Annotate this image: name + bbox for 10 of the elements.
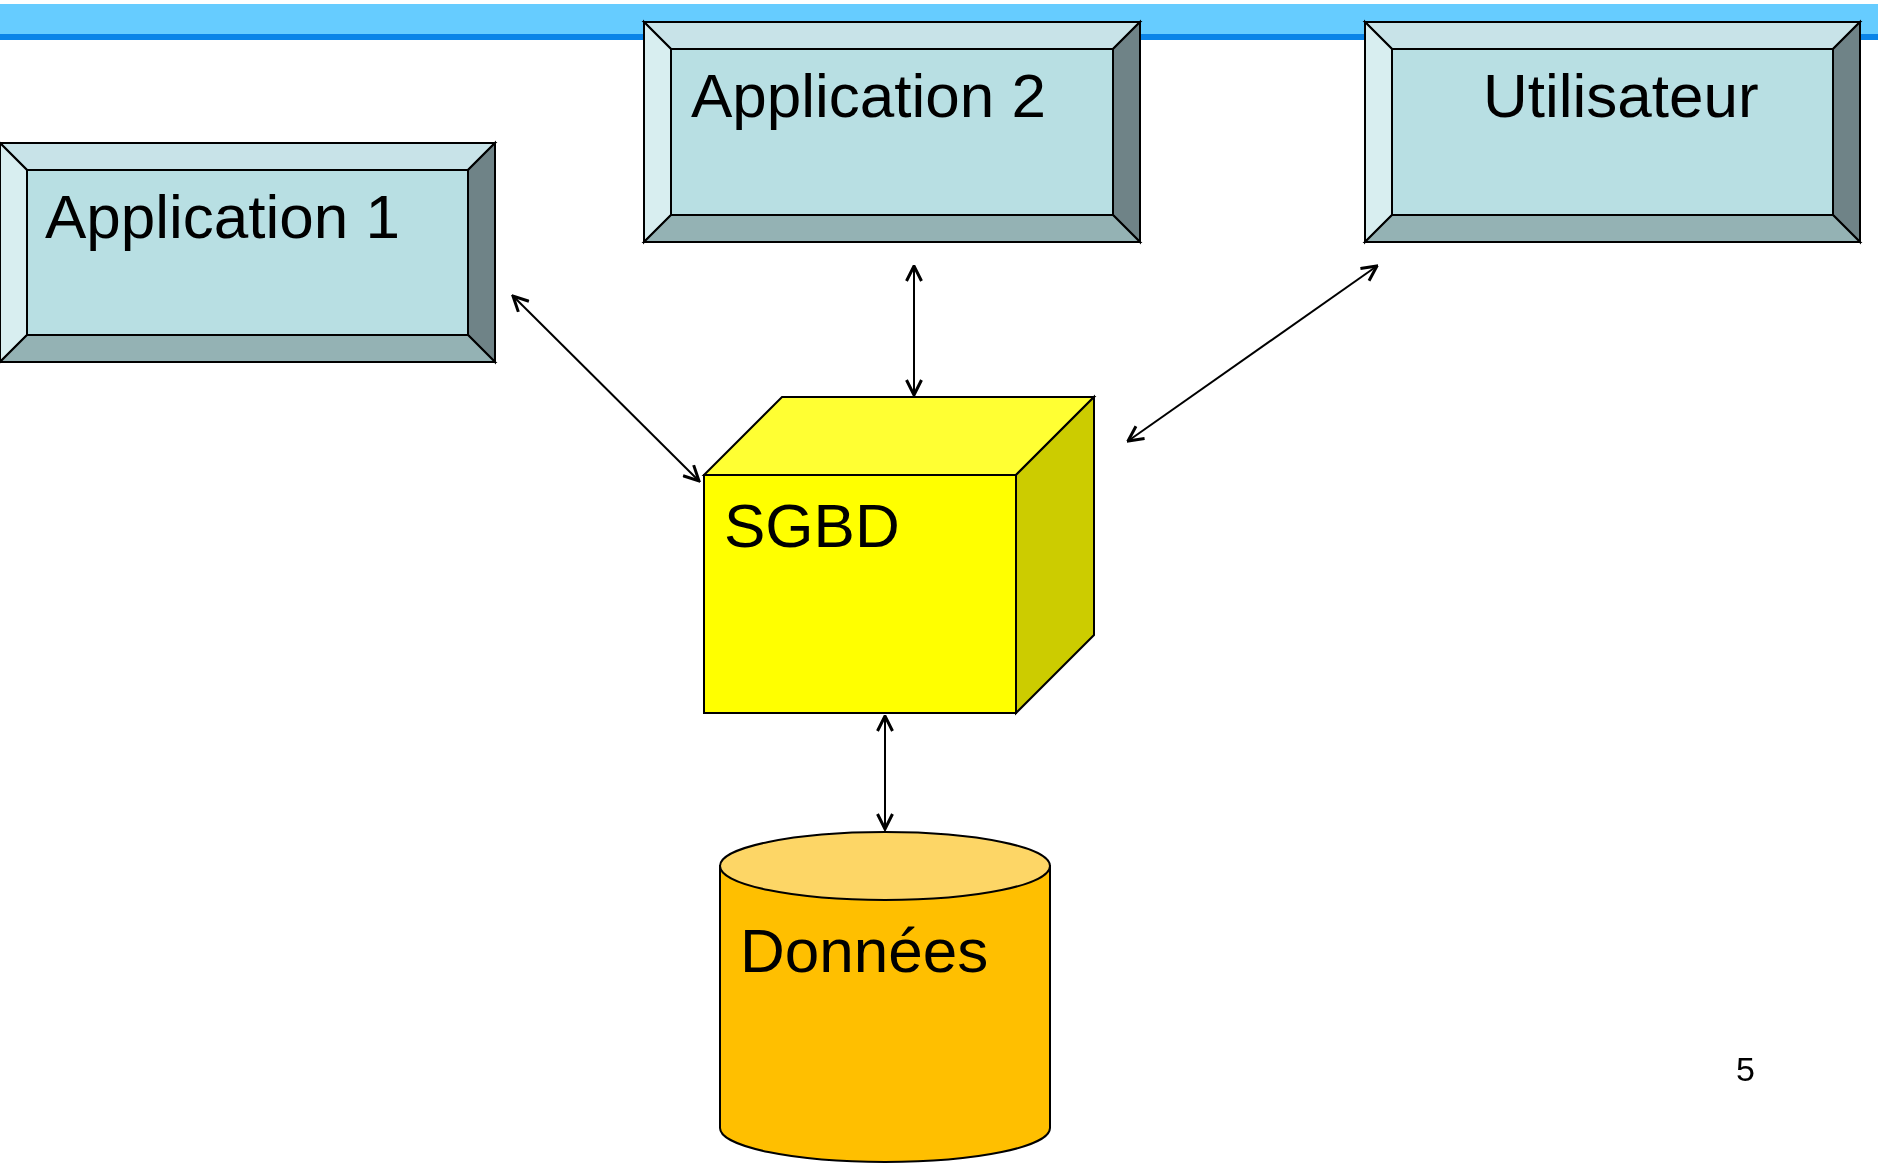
node-label: Utilisateur <box>1483 62 1759 131</box>
page-number: 5 <box>1736 1050 1755 1089</box>
node-label: Données <box>740 917 989 986</box>
double-arrow <box>905 264 923 397</box>
double-arrow <box>1126 264 1379 443</box>
node-label: Application 2 <box>691 62 1047 131</box>
double-arrow <box>511 294 701 483</box>
node-label: SGBD <box>724 492 900 561</box>
double-arrow <box>876 714 894 831</box>
node-label: Application 1 <box>45 183 401 252</box>
